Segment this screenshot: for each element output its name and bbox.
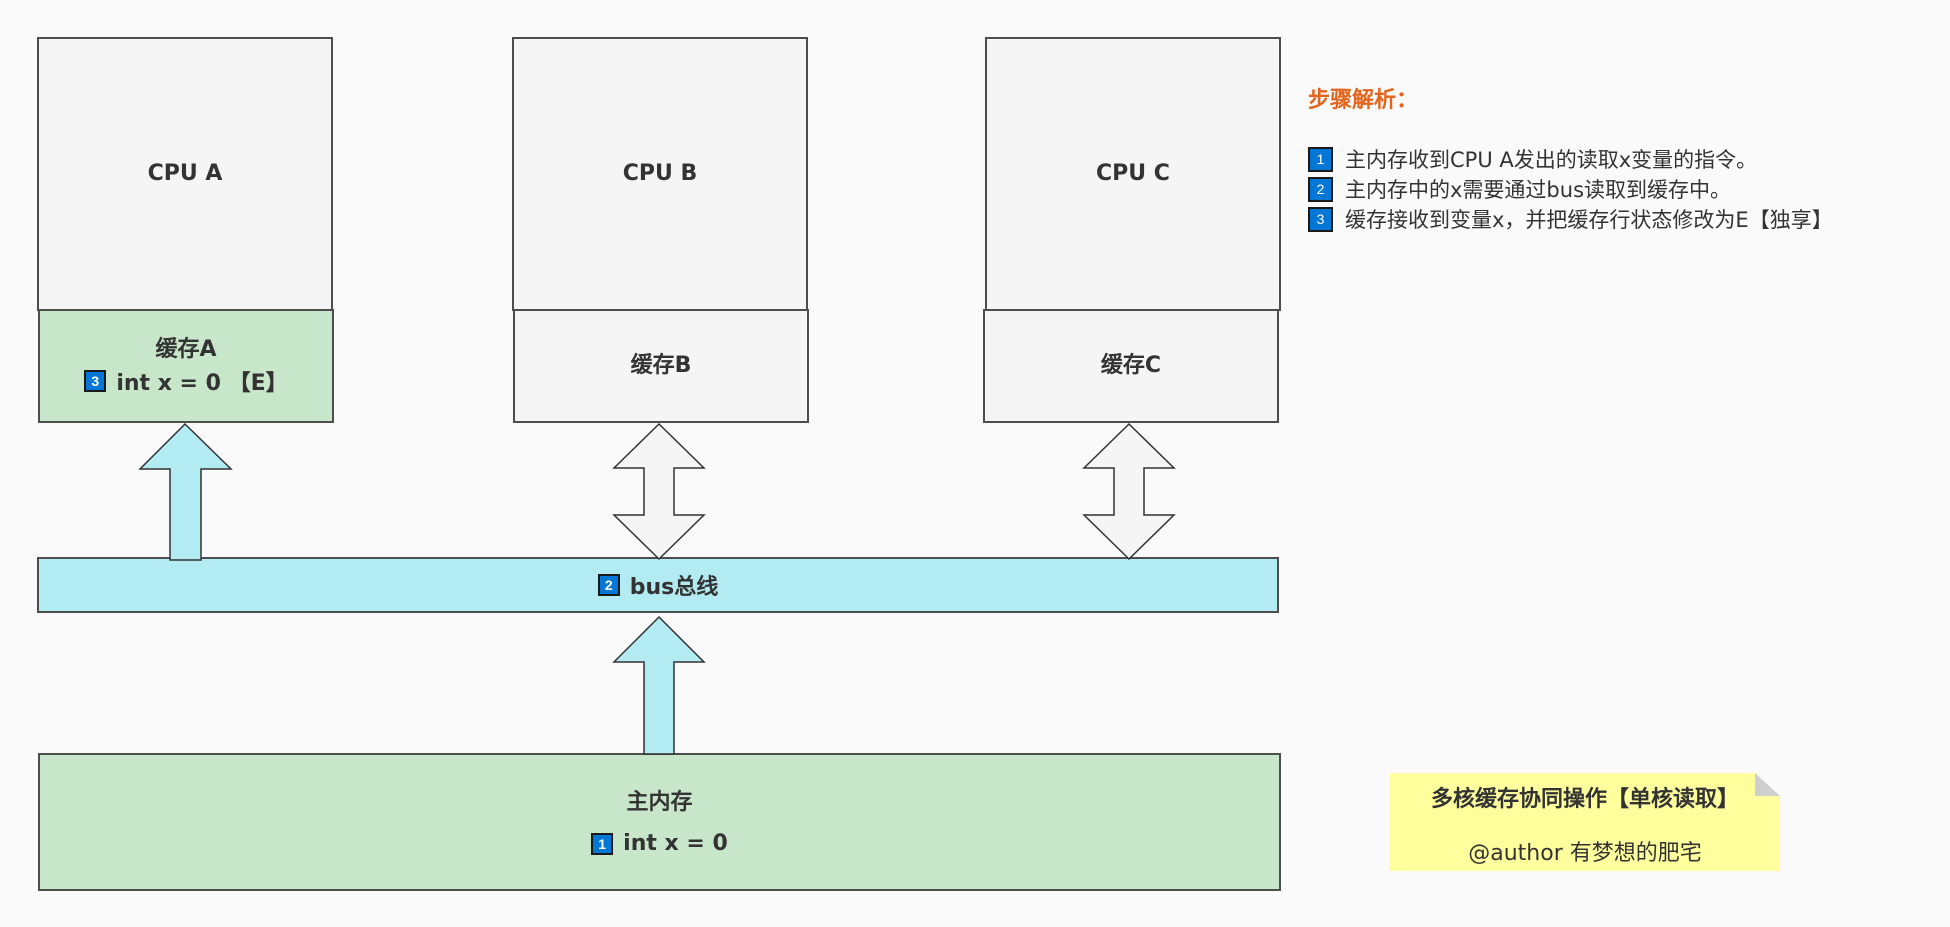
- arrow-memory-to-bus: [612, 615, 706, 755]
- cache-c-label: 缓存C: [1100, 353, 1162, 379]
- step-badge-1: 1: [1308, 146, 1333, 172]
- step-text: 主内存中的x需要通过bus读取到缓存中。: [1345, 178, 1732, 202]
- cache-a-value-line: 3 int x = 0 【E】: [84, 365, 288, 397]
- note-author: @author 有梦想的肥宅: [1468, 841, 1702, 866]
- main-memory-label: 主内存: [626, 789, 693, 815]
- sticky-note: 多核缓存协同操作【单核读取】 @author 有梦想的肥宅: [1390, 773, 1780, 871]
- cpu-b: CPU B: [512, 37, 808, 311]
- cache-b: 缓存B: [513, 309, 809, 423]
- cache-b-label: 缓存B: [630, 353, 692, 379]
- cache-a: 缓存A 3 int x = 0 【E】: [38, 309, 334, 423]
- step-badge-2: 2: [1308, 176, 1333, 202]
- step-badge-3: 3: [1308, 206, 1333, 232]
- cpu-a-label: CPU A: [147, 161, 223, 187]
- main-memory-value: int x = 0: [623, 831, 728, 857]
- step-item: 3 缓存接收到变量x，并把缓存行状态修改为E【独享】: [1308, 204, 1833, 234]
- cpu-b-label: CPU B: [622, 161, 698, 187]
- steps-panel: 步骤解析： 1 主内存收到CPU A发出的读取x变量的指令。 2 主内存中的x需…: [1308, 82, 1833, 234]
- cpu-c-label: CPU C: [1096, 161, 1170, 187]
- bus-label: bus总线: [629, 575, 719, 600]
- note-title: 多核缓存协同操作【单核读取】: [1430, 787, 1739, 812]
- cache-c: 缓存C: [983, 309, 1279, 423]
- step-text: 缓存接收到变量x，并把缓存行状态修改为E【独享】: [1345, 208, 1833, 232]
- step-1-badge: 1: [591, 832, 614, 855]
- arrow-bus-cache-b-double: [612, 422, 706, 561]
- cache-a-value: int x = 0 【E】: [116, 370, 288, 396]
- cpu-a: CPU A: [37, 37, 333, 311]
- arrow-bus-cache-c-double: [1082, 422, 1176, 561]
- step-3-badge: 3: [84, 369, 107, 392]
- steps-heading: 步骤解析：: [1308, 88, 1419, 113]
- cpu-c: CPU C: [985, 37, 1281, 311]
- step-2-badge: 2: [597, 574, 620, 596]
- step-item: 1 主内存收到CPU A发出的读取x变量的指令。: [1308, 144, 1833, 174]
- bus-label-line: 2 bus总线: [597, 569, 719, 601]
- step-item: 2 主内存中的x需要通过bus读取到缓存中。: [1308, 174, 1833, 204]
- step-text: 主内存收到CPU A发出的读取x变量的指令。: [1345, 148, 1758, 172]
- arrow-bus-to-cache-a: [138, 422, 233, 561]
- main-memory-value-line: 1 int x = 0: [591, 831, 728, 856]
- cache-a-label: 缓存A: [155, 337, 217, 363]
